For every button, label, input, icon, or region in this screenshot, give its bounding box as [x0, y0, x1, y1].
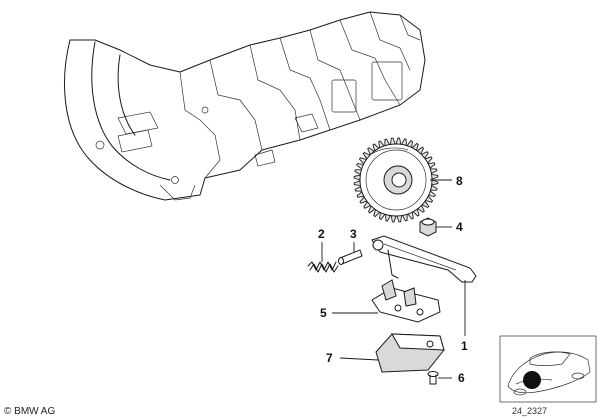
pin-part-3 — [338, 249, 363, 265]
gear-part-8 — [353, 137, 439, 223]
callout-6: 6 — [458, 371, 465, 385]
bracket-part-5 — [371, 279, 441, 323]
callout-5: 5 — [320, 306, 327, 320]
location-marker-icon — [523, 371, 541, 389]
callout-8: 8 — [456, 174, 463, 188]
callout-3: 3 — [350, 227, 357, 241]
callout-4: 4 — [456, 220, 463, 234]
diagram-reference-number: 24_2327 — [512, 406, 547, 416]
spring-part-2 — [307, 261, 339, 273]
callout-7: 7 — [326, 351, 333, 365]
callout-2: 2 — [318, 227, 325, 241]
copyright-text: © BMW AG — [4, 406, 55, 417]
car-locator-inset — [499, 335, 597, 403]
lever-part-1 — [371, 235, 477, 283]
transmission-housing — [64, 11, 426, 201]
screw-part-6 — [427, 371, 439, 385]
cover-part-7 — [375, 333, 445, 373]
callout-labels: 8 4 2 3 5 1 7 6 — [318, 174, 468, 385]
leader-lines — [321, 179, 466, 379]
nut-part-4 — [419, 217, 437, 237]
callout-1: 1 — [461, 339, 468, 353]
